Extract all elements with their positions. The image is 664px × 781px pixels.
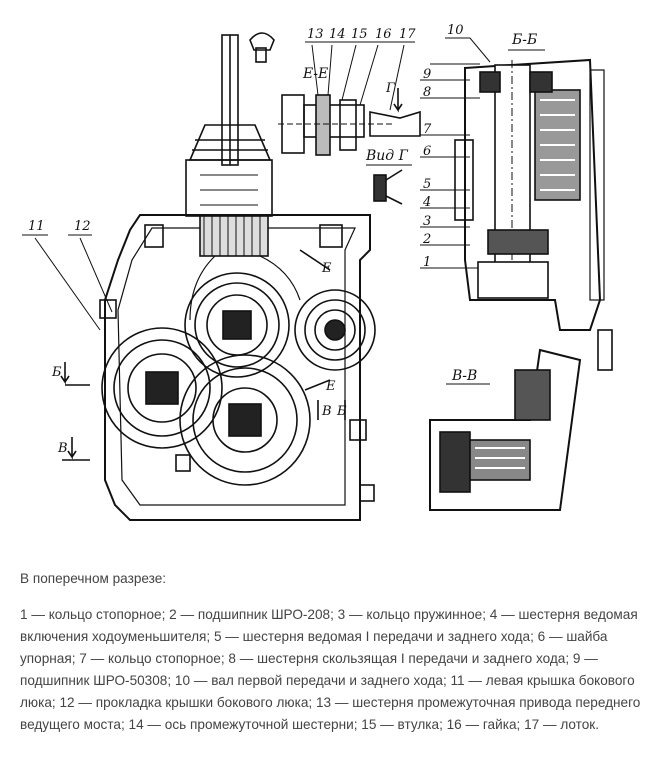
section-bb-detail bbox=[420, 37, 613, 371]
label-2: 2 bbox=[422, 232, 431, 247]
left-large-gear bbox=[101, 327, 223, 449]
label-14: 14 bbox=[329, 27, 346, 42]
label-17: 17 bbox=[399, 27, 416, 42]
label-15: 15 bbox=[351, 27, 368, 42]
mark-g: Г bbox=[385, 81, 395, 96]
mark-b-right: Б bbox=[336, 404, 347, 419]
lower-large-gear bbox=[179, 354, 311, 486]
section-vv-detail bbox=[429, 348, 582, 511]
label-3: 3 bbox=[423, 214, 431, 229]
gearbox-cross-section-drawing: 11 12 13 14 15 16 17 Е-Е Г Вид Г 10 Б-Б … bbox=[22, 23, 613, 521]
section-ee-title: Е-Е bbox=[302, 66, 328, 82]
label-13: 13 bbox=[307, 27, 324, 42]
right-bearing-gear bbox=[294, 289, 376, 371]
mark-b-left: Б bbox=[51, 365, 62, 380]
mark-v-left: В bbox=[57, 441, 68, 456]
label-7: 7 bbox=[423, 122, 432, 137]
caption-intro: В поперечном разрезе: bbox=[20, 571, 167, 586]
label-9: 9 bbox=[423, 67, 431, 82]
label-16: 16 bbox=[375, 27, 392, 42]
label-11: 11 bbox=[28, 219, 45, 234]
label-12: 12 bbox=[74, 219, 91, 234]
label-6: 6 bbox=[423, 144, 431, 159]
parts-legend: 1 — кольцо стопорное; 2 — подшипник ШРО-… bbox=[20, 607, 641, 732]
label-10: 10 bbox=[447, 23, 464, 38]
label-8: 8 bbox=[423, 85, 431, 100]
section-bb-title: Б-Б bbox=[511, 32, 537, 48]
caption-text: В поперечном разрезе: 1 — кольцо стопорн… bbox=[20, 568, 652, 736]
section-vv-title: В-В bbox=[451, 368, 477, 384]
label-5: 5 bbox=[423, 177, 431, 192]
label-4: 4 bbox=[422, 195, 431, 210]
view-g-detail bbox=[366, 164, 412, 205]
view-g-title: Вид Г bbox=[365, 148, 409, 164]
section-markers bbox=[60, 249, 346, 461]
lever-boot bbox=[185, 124, 273, 217]
mark-e-upper: Е bbox=[321, 261, 332, 276]
shift-lever bbox=[221, 32, 275, 166]
gearbox-housing bbox=[99, 214, 375, 521]
mark-v-right: В bbox=[321, 404, 332, 419]
mark-e-lower: Е bbox=[325, 379, 336, 394]
label-1: 1 bbox=[423, 255, 431, 270]
section-ee-detail bbox=[278, 41, 421, 156]
